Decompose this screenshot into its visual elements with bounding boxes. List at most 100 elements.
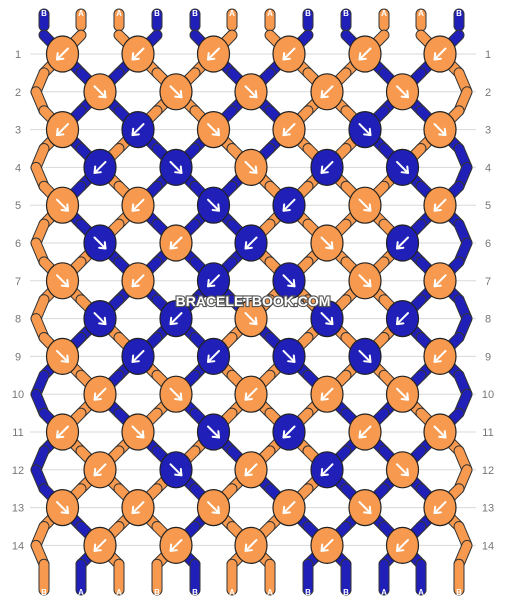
arrow-icon [169, 236, 183, 250]
arrow-icon [169, 387, 183, 401]
arrow-icon [358, 425, 372, 439]
strand-letter-bottom: A [116, 588, 122, 597]
arrow-icon [282, 501, 296, 515]
arrow-icon [56, 123, 69, 137]
knot [45, 262, 80, 300]
strand-letter-bottom: A [78, 588, 84, 597]
knot [196, 489, 231, 527]
strand-letter-bottom: B [192, 588, 198, 597]
arrow-icon [433, 349, 447, 363]
knot [83, 451, 117, 489]
strand-letter-top: B [41, 9, 47, 18]
row-label-left: 6 [15, 238, 21, 250]
arrow-icon [169, 85, 183, 99]
arrow-icon [131, 425, 145, 439]
row-label-right: 3 [485, 125, 491, 137]
knot [196, 111, 231, 149]
knot [310, 73, 344, 111]
knot [196, 186, 231, 224]
arrow-icon [396, 463, 409, 477]
strand-letter-top: B [154, 9, 160, 18]
arrow-icon [320, 85, 334, 99]
row-label-right: 6 [485, 238, 491, 250]
strand-letter-bottom: B [154, 588, 160, 597]
arrow-icon [396, 160, 409, 174]
knot [423, 413, 457, 451]
row-label-left: 3 [15, 125, 21, 137]
arrow-icon [244, 312, 258, 326]
knot [348, 111, 382, 149]
row-label-right: 4 [485, 162, 491, 174]
arrow-icon [320, 312, 334, 326]
knot [234, 526, 268, 565]
arrow-icon [56, 349, 69, 363]
arrow-icon [169, 538, 183, 552]
arrow-icon [56, 274, 69, 288]
arrow-icon [282, 198, 296, 212]
arrow-icon [358, 198, 372, 212]
knot [310, 451, 344, 489]
arrow-icon [93, 387, 107, 401]
knot [159, 375, 193, 413]
arrow-icon [93, 463, 107, 477]
knot [121, 111, 155, 149]
knot [121, 413, 155, 451]
knot [121, 35, 155, 73]
knot [423, 186, 457, 224]
arrow-icon [320, 538, 334, 552]
arrow-icon [169, 312, 183, 326]
knot [385, 526, 420, 565]
knot [159, 73, 193, 111]
arrow-icon [358, 501, 372, 515]
arrow-icon [56, 198, 69, 212]
arrow-icon [433, 501, 447, 515]
row-label-left: 8 [15, 314, 21, 326]
arrow-icon [207, 349, 220, 363]
arrow-icon [320, 160, 334, 174]
strand-letter-bottom: A [229, 588, 235, 597]
arrow-icon [320, 463, 334, 477]
knot [83, 73, 117, 111]
arrow-icon [358, 47, 372, 61]
knot [159, 451, 193, 489]
knot [423, 489, 457, 527]
knot [423, 262, 457, 300]
knot [272, 186, 306, 224]
knot [272, 337, 306, 375]
knot [272, 111, 306, 149]
knot [423, 111, 457, 149]
arrow-icon [131, 123, 145, 137]
arrow-icon [358, 123, 372, 137]
arrow-icon [244, 236, 258, 250]
arrow-icon [433, 274, 447, 288]
strand-letter-bottom: A [381, 588, 387, 597]
strand-letter-top: B [343, 9, 349, 18]
knot [385, 73, 420, 111]
row-label-left: 9 [15, 351, 21, 363]
knot [234, 224, 268, 262]
knot [348, 489, 382, 527]
knot [423, 35, 457, 73]
arrow-icon [282, 349, 296, 363]
knot [272, 35, 306, 73]
knot [159, 148, 193, 186]
knot [159, 526, 193, 565]
knot [83, 526, 117, 565]
knot [234, 451, 268, 489]
arrow-icon [244, 160, 258, 174]
arrow-icon [93, 538, 107, 552]
arrow-icon [282, 123, 296, 137]
row-label-right: 2 [485, 87, 491, 99]
knot [348, 413, 382, 451]
knot [83, 375, 117, 413]
arrow-icon [244, 463, 258, 477]
knot [121, 489, 155, 527]
knot [385, 224, 420, 262]
row-label-left: 4 [15, 162, 21, 174]
knot [234, 148, 268, 186]
arrow-icon [433, 425, 447, 439]
watermark: BRACELETBOOK.COM [176, 293, 331, 309]
arrow-icon [169, 160, 183, 174]
arrow-icon [207, 47, 220, 61]
